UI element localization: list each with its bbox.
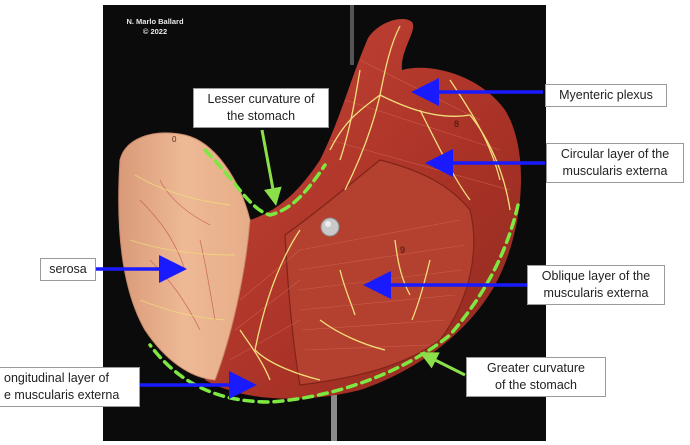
label-line: Greater curvature: [487, 361, 585, 375]
label-line: muscularis externa: [562, 164, 668, 178]
model-number-mark: 8: [454, 119, 459, 129]
lesser-curvature-outline: [203, 148, 327, 217]
greater-curvature-outline: [148, 203, 520, 404]
label-oblique-layer: Oblique layer of the muscularis externa: [527, 265, 665, 305]
green-annotation-arrows: [260, 129, 466, 377]
stand-pole: [331, 395, 337, 441]
arrow-lesser: [260, 129, 282, 206]
label-serosa: serosa: [40, 258, 96, 281]
label-line: the stomach: [226, 109, 296, 123]
label-line: muscularis externa: [543, 286, 649, 300]
label-lesser-curvature: Lesser curvature of the stomach: [193, 88, 329, 128]
label-line: Circular layer of the: [560, 147, 670, 161]
credit-year: © 2022: [142, 27, 168, 36]
label-myenteric-plexus: Myenteric plexus: [545, 84, 667, 107]
label-line: Oblique layer of the: [541, 269, 651, 283]
model-mounting-knob: [320, 217, 340, 237]
label-line: of the stomach: [495, 378, 577, 392]
curvature-outline: [148, 148, 520, 404]
stand-rod-top: [350, 5, 354, 65]
label-line: e muscularis externa: [4, 388, 120, 402]
blue-annotation-arrows: [95, 78, 545, 399]
image-credit: N. Marlo Ballard © 2022: [120, 17, 190, 37]
serosa-nerves: [129, 174, 236, 321]
label-circular-layer: Circular layer of the muscularis externa: [546, 143, 684, 183]
label-line: ongitudinal layer of: [4, 371, 109, 385]
label-longitudinal-layer: ongitudinal layer of e muscularis extern…: [0, 367, 140, 407]
label-line: Myenteric plexus: [559, 88, 653, 102]
credit-author: N. Marlo Ballard: [126, 17, 184, 26]
label-greater-curvature: Greater curvature of the stomach: [466, 357, 606, 397]
label-line: serosa: [49, 262, 87, 276]
label-line: Lesser curvature of: [207, 92, 315, 106]
model-number-mark: 9: [400, 245, 405, 255]
model-number-mark: 0: [172, 135, 177, 144]
arrow-greater: [419, 352, 466, 377]
